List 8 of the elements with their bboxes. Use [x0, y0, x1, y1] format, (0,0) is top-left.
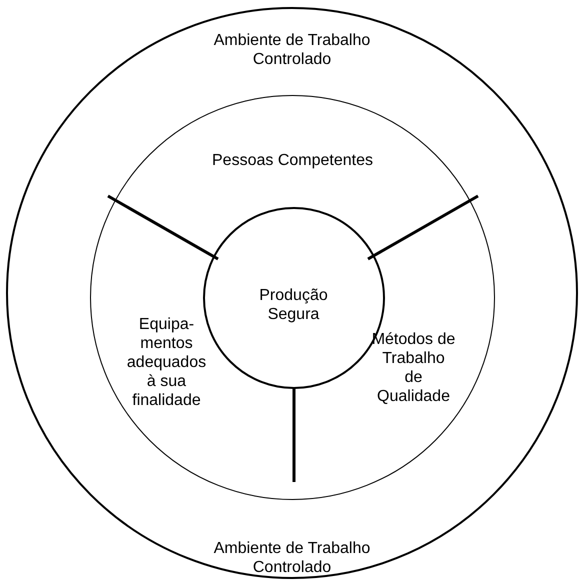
outer-ring — [6, 7, 578, 579]
inner-circle — [90, 95, 495, 500]
sector-label: Equipa- mentos adequados à sua finalidade — [126, 315, 208, 410]
ring-label: Ambiente de Trabalho Controlado — [212, 31, 372, 69]
sector-label: Pessoas Competentes — [212, 151, 373, 170]
ring-label: Ambiente de Trabalho Controlado — [212, 539, 372, 577]
sector-label: Métodos de Trabalho de Qualidade — [372, 330, 456, 406]
center-label: Produção Segura — [258, 286, 329, 324]
